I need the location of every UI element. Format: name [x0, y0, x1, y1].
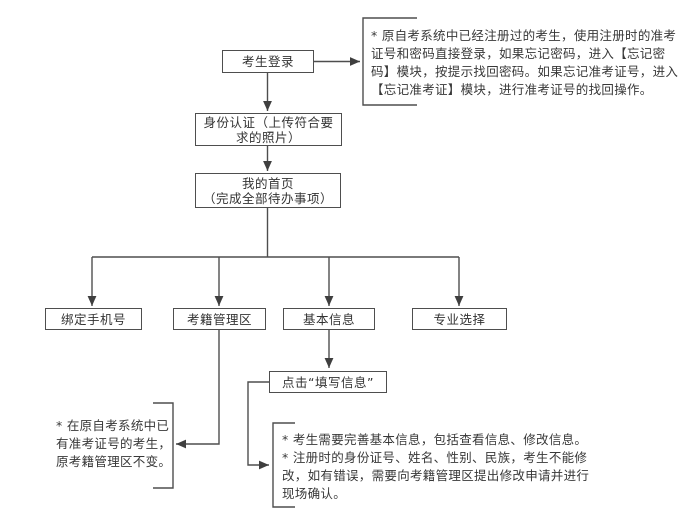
node-home-label: 我的首页 （完成全部待办事项）: [202, 175, 333, 206]
node-major-label: 专业选择: [433, 311, 486, 327]
bracket-basic-info-note: [272, 422, 295, 508]
node-fill-info-label: 点击“填写信息”: [282, 374, 374, 390]
bracket-registry-note: [153, 402, 174, 489]
arrow-fill-info-to-basic-info-note: [247, 381, 269, 470]
node-login-label: 考生登录: [241, 54, 294, 69]
node-identity-box: 身份认证（上传符合要 求的照片）: [195, 113, 342, 146]
node-home-box: 我的首页 （完成全部待办事项）: [195, 173, 341, 208]
bracket-login-note: [362, 17, 417, 106]
node-bind-phone-label: 绑定手机号: [60, 311, 126, 327]
node-bind-phone-box: 绑定手机号: [45, 308, 142, 330]
node-basic-info-label: 基本信息: [302, 311, 355, 327]
node-basic-info-box: 基本信息: [283, 308, 375, 330]
note-basic-info-tip: * 考生需要完善基本信息，包括查看信息、修改信息。 * 注册时的身份证号、姓名、…: [282, 432, 590, 501]
node-registry-box: 考籍管理区: [173, 308, 266, 330]
node-registry-label: 考籍管理区: [186, 311, 252, 327]
node-login-box: 考生登录: [222, 50, 314, 73]
note-registry-tip: * 在原自考系统中已 有准考证号的考生， 原考籍管理区不变。: [56, 418, 172, 469]
note-login-tip: * 原自考系统中已经注册过的考生，使用注册时的准考 证号和密码直接登录，如果忘记…: [371, 28, 679, 97]
arrow-registry-to-registry-note: [176, 330, 220, 449]
node-major-box: 专业选择: [412, 308, 507, 330]
node-fill-info-box: 点击“填写信息”: [269, 371, 387, 393]
node-identity-label: 身份认证（上传符合要 求的照片）: [203, 114, 334, 145]
